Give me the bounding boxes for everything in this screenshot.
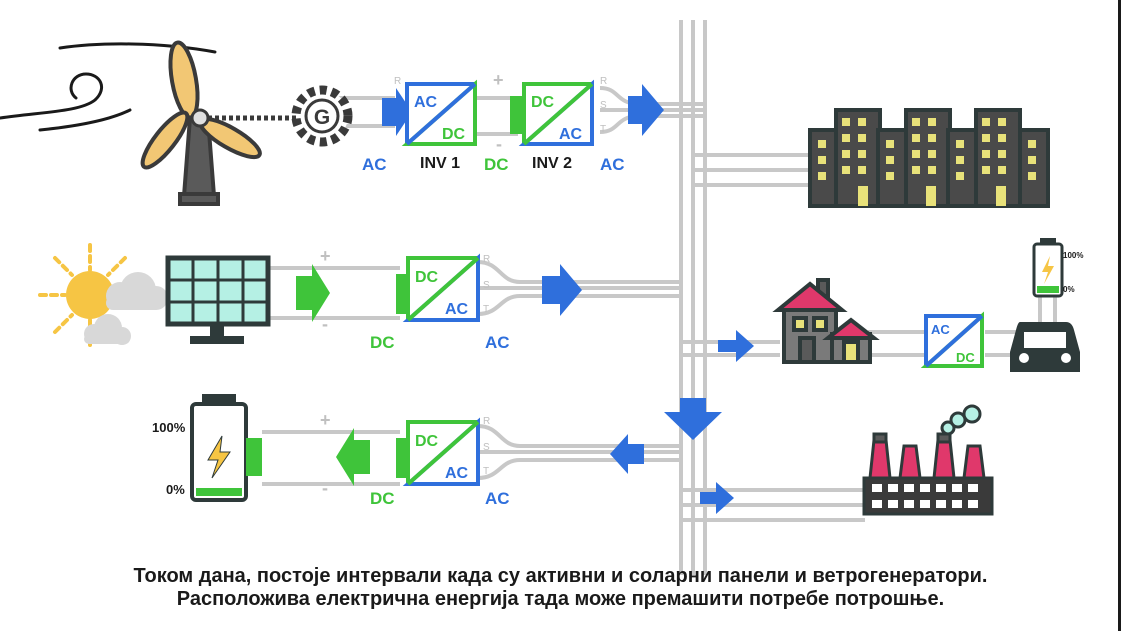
solar-inverter-bottom-label: AC: [445, 301, 469, 318]
inverter-1: AC DC: [401, 79, 477, 146]
factory-icon: [862, 404, 994, 516]
ev-charger-bottom-label: DC: [956, 350, 975, 365]
battery-inverter: DC AC: [402, 417, 480, 486]
solar-plus-sign: +: [320, 246, 331, 266]
down-arrow-icon: [664, 398, 722, 440]
inverter-2: DC AC: [518, 79, 594, 146]
wind-phase-s2-label: S: [600, 100, 607, 111]
battery-ac-label: AC: [485, 489, 510, 508]
wind-phase-t2-label: T: [600, 124, 606, 135]
ac-arrow-icon: [382, 88, 412, 136]
solar-phase-s-label: S: [483, 280, 490, 291]
ac-arrow-icon: [700, 482, 734, 514]
inverter-1-bottom-label: DC: [442, 126, 466, 143]
factory-windows: [872, 484, 978, 508]
solar-panel-icon: [165, 255, 271, 344]
right-edge-border: [1118, 0, 1121, 631]
solar-inverter: DC AC: [402, 253, 480, 322]
storage-battery-icon: [190, 394, 262, 502]
wind-ac-label: AC: [362, 155, 387, 174]
battery-phase-r-label: R: [483, 416, 490, 427]
solar-ac-label: AC: [485, 333, 510, 352]
battery-phase-t-label: T: [483, 466, 489, 477]
battery-inverter-top-label: DC: [415, 433, 439, 450]
solar-minus-sign: -: [322, 314, 328, 334]
electric-car-icon: [1010, 322, 1080, 372]
ev-battery-level-bottom: 0%: [1063, 285, 1075, 294]
wind-dc-label: DC: [484, 155, 509, 174]
solar-inverter-top-label: DC: [415, 269, 439, 286]
wind-phase-r2-label: R: [600, 76, 607, 87]
ac-arrow-icon: [718, 330, 754, 362]
generator-label: G: [314, 106, 330, 129]
storage-level-bottom: 0%: [166, 482, 185, 497]
dc-connector-icon: [510, 96, 524, 134]
inverter-2-top-label: DC: [531, 94, 555, 111]
ac-arrow-icon: [542, 264, 582, 316]
ac-arrow-icon: [610, 434, 644, 474]
wind-minus-sign: -: [496, 134, 502, 154]
battery-phase-s-label: S: [483, 442, 490, 453]
wind-ac-right-label: AC: [600, 155, 625, 174]
ac-arrow-icon: [628, 84, 664, 136]
battery-plus-sign: +: [320, 410, 331, 430]
cloud-icon: [84, 272, 168, 345]
ev-charger-top-label: AC: [931, 322, 950, 337]
dc-arrow-icon: [296, 264, 330, 322]
inverter-2-bottom-label: AC: [559, 126, 583, 143]
caption-line-1: Током дана, постоје интервали када су ак…: [133, 565, 988, 587]
ev-charger-converter: AC DC: [920, 311, 984, 368]
solar-phase-t-label: T: [483, 304, 489, 315]
solar-phase-r-label: R: [483, 254, 490, 265]
house-icon: [772, 278, 880, 364]
storage-level-top: 100%: [152, 420, 186, 435]
wind-plus-sign: +: [493, 70, 504, 90]
wind-turbine-icon: [140, 40, 296, 206]
battery-dc-label: DC: [370, 489, 395, 508]
ev-battery-icon: [1032, 238, 1064, 298]
inverter-2-name: INV 2: [532, 155, 572, 172]
city-buildings-icon: [808, 108, 1050, 208]
inverter-1-name: INV 1: [420, 155, 460, 172]
battery-minus-sign: -: [322, 478, 328, 498]
wind-phase-r-label: R: [394, 76, 401, 87]
ev-battery-level-top: 100%: [1063, 251, 1083, 260]
dc-arrow-icon: [336, 428, 370, 486]
inverter-1-top-label: AC: [414, 94, 438, 111]
caption-line-2: Расположива електрична енергија тада мож…: [176, 588, 945, 610]
generator-icon: G: [291, 85, 353, 147]
battery-inverter-bottom-label: AC: [445, 465, 469, 482]
solar-dc-label: DC: [370, 333, 395, 352]
connection-lines: [262, 86, 1057, 522]
wind-gust-icon: [0, 42, 217, 132]
city-windows: [818, 118, 1036, 206]
